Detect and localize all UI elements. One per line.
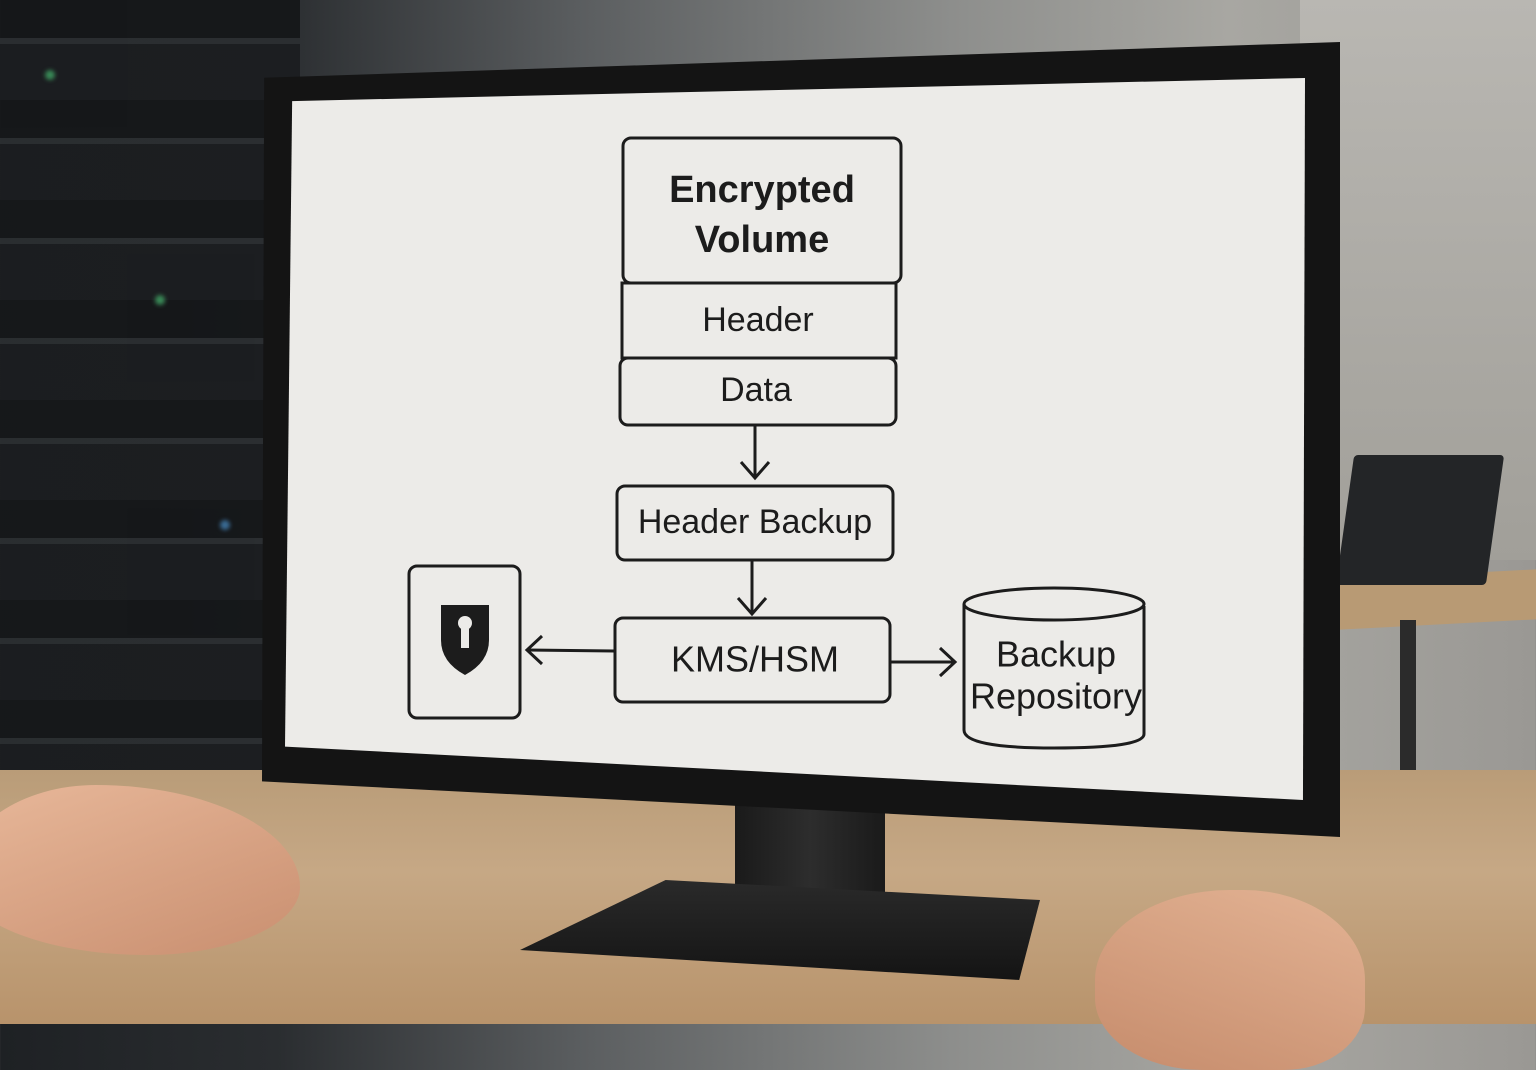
backup-flow-diagram: Encrypted Volume Header Data Header Back… (407, 136, 1146, 750)
rack-led (45, 70, 55, 80)
kms-hsm-label: KMS/HSM (671, 639, 839, 680)
arrow-volume-to-backup (739, 426, 771, 481)
header-backup-label: Header Backup (638, 503, 872, 541)
header-label: Header (702, 301, 814, 339)
data-box[interactable] (618, 356, 898, 427)
encrypted-volume-title-line1: Encrypted (669, 169, 855, 211)
shield-keyhole-icon (441, 605, 489, 675)
data-label: Data (720, 371, 792, 409)
arrow-kms-to-repository (891, 646, 958, 678)
encrypted-volume-title-line2: Volume (695, 219, 829, 261)
kms-hsm-box[interactable] (613, 616, 892, 704)
repository-label-line2: Repository (970, 676, 1142, 717)
rack-led (155, 295, 165, 305)
rack-led (220, 520, 230, 530)
arrow-backup-to-kms (736, 561, 768, 617)
right-hand (1095, 890, 1365, 1070)
repository-label-line1: Backup (996, 634, 1116, 675)
key-vault-box[interactable] (407, 564, 522, 720)
server-rack (0, 0, 300, 800)
monitor-screen (285, 78, 1305, 800)
backup-repository-cylinder[interactable] (962, 586, 1146, 750)
arrow-kms-to-vault (524, 634, 615, 666)
header-backup-box[interactable] (615, 484, 895, 562)
